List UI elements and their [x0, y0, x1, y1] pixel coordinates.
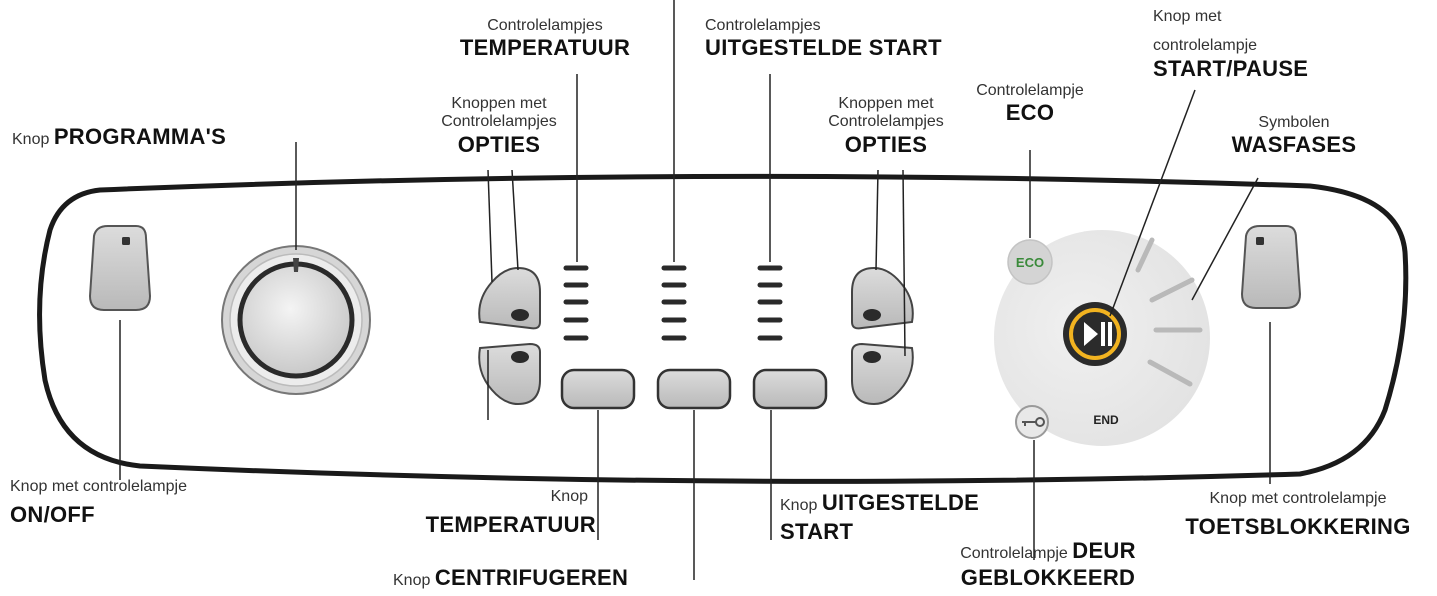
- label-deur-geblokkeerd: Controlelampje DEUR GEBLOKKEERD: [960, 538, 1136, 591]
- label-eco: Controlelampje ECO: [976, 82, 1084, 126]
- option-button-left-top[interactable]: [478, 266, 541, 330]
- label-start-pause: Knop met controlelampje START/PAUSE: [1153, 8, 1309, 81]
- label-wasfases: Symbolen WASFASES: [1231, 114, 1357, 158]
- option-led-icon: [863, 351, 881, 363]
- label-opties-left: Knoppen met Controlelampjes OPTIES: [441, 95, 557, 157]
- key-lock-button[interactable]: [1240, 225, 1302, 309]
- label-uitgestelde-lampjes: Controlelampjes UITGESTELDE START: [705, 17, 942, 61]
- eco-symbol: ECO: [1016, 255, 1044, 270]
- label-uitgestelde-knop: Knop UITGESTELDE START: [780, 490, 980, 545]
- label-centrifugeren: Knop CENTRIFUGEREN: [393, 565, 629, 590]
- temperature-lamps: [563, 265, 589, 341]
- delay-start-lamps: [757, 265, 783, 341]
- option-led-icon: [511, 351, 529, 363]
- label-opties-right: Knoppen met Controlelampjes OPTIES: [828, 95, 944, 157]
- label-temperatuur-lampjes: Controlelampjes TEMPERATUUR: [459, 17, 631, 61]
- start-pause-button[interactable]: [1063, 302, 1127, 366]
- lock-led-icon: [1256, 237, 1264, 245]
- label-on-off: Knop met controlelampje ON/OFF: [10, 478, 187, 528]
- on-off-button[interactable]: [88, 225, 152, 311]
- temperature-button[interactable]: [560, 368, 636, 410]
- start-pause-icon: [1084, 322, 1098, 346]
- spin-button[interactable]: [656, 368, 732, 410]
- end-symbol: END: [1093, 413, 1119, 427]
- leader-lines: [119, 0, 1271, 580]
- eco-lamp: ECO: [1007, 239, 1053, 285]
- option-button-right-bottom[interactable]: [851, 342, 914, 406]
- power-led-icon: [122, 237, 130, 245]
- label-programmas: Knop PROGRAMMA'S: [12, 124, 227, 149]
- option-led-icon: [511, 309, 529, 321]
- delay-start-button[interactable]: [752, 368, 828, 410]
- label-toetsblokkering: Knop met controlelampje TOETSBLOKKERING: [1185, 490, 1411, 540]
- key-lock-icon: [1022, 417, 1045, 427]
- program-dial[interactable]: [221, 245, 371, 395]
- option-led-icon: [863, 309, 881, 321]
- door-lock-lamp: [1015, 405, 1049, 439]
- dial-marker-icon: [293, 258, 299, 272]
- wash-phase-symbols: [1135, 237, 1203, 387]
- option-button-right-top[interactable]: [851, 266, 914, 330]
- label-temperatuur-knop: Knop TEMPERATUUR: [425, 488, 596, 538]
- option-button-left-bottom[interactable]: [478, 342, 541, 406]
- spin-lamps: [661, 265, 687, 341]
